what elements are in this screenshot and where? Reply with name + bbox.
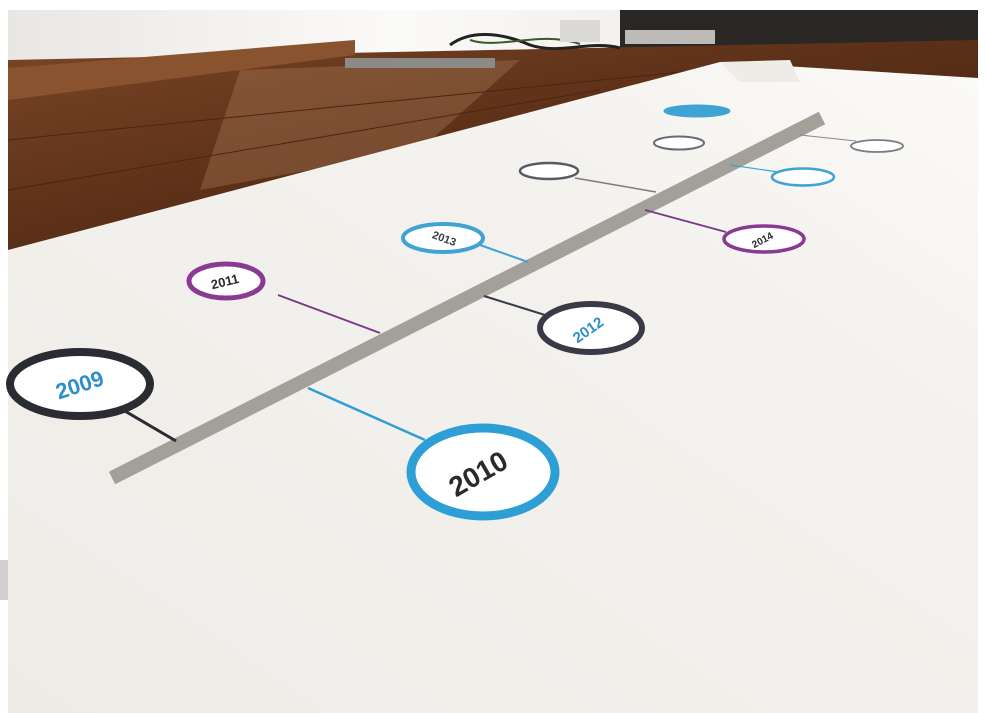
year-marker-2014: 2014 [724,226,804,252]
year-marker-2011: 2011 [189,264,263,298]
edge-mark [0,560,8,600]
year-marker-2009: 2009 [10,352,150,416]
year-marker-2013: 2013 [403,224,483,252]
year-marker-2012: 2012 [540,304,642,352]
year-marker-2010: 2010 [411,428,555,516]
